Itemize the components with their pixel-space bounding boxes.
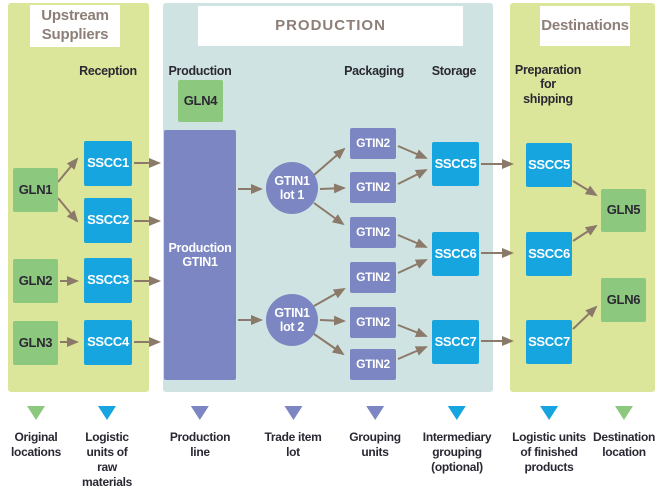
node-gtin2-1: GTIN2 [350, 128, 396, 159]
packaging-label: Packaging [344, 64, 404, 78]
legend-item-original-locations: Original locations [11, 404, 61, 460]
destinations-title: Destinations [540, 6, 630, 46]
node-gln1: GLN1 [13, 168, 58, 212]
legend-label: Destination location [592, 430, 656, 459]
triangle-down-icon [191, 406, 209, 420]
legend-item-production-line: Production line [170, 404, 230, 460]
node-gln4: GLN4 [178, 80, 223, 122]
node-sscc7-storage: SSCC7 [432, 320, 479, 364]
node-sscc4: SSCC4 [84, 320, 132, 365]
preparation-for-shipping-label: Preparation for shipping [514, 63, 582, 106]
triangle-down-icon [98, 406, 116, 420]
production-title: PRODUCTION [198, 6, 463, 46]
node-sscc3: SSCC3 [84, 258, 132, 303]
node-gln2: GLN2 [13, 259, 58, 303]
node-gtin2-2: GTIN2 [350, 172, 396, 203]
node-gln3: GLN3 [13, 321, 58, 365]
node-sscc1: SSCC1 [84, 141, 132, 186]
node-gln6: GLN6 [601, 278, 646, 322]
node-gtin1-lot2: GTIN1 lot 2 [266, 294, 318, 346]
legend-label: Intermediary grouping (optional) [422, 430, 492, 474]
node-sscc5-destination: SSCC5 [526, 143, 572, 187]
legend-label: Logistic units of finished products [512, 430, 586, 474]
production-stage-label: Production [168, 64, 232, 78]
legend-label: Trade item lot [264, 430, 322, 459]
legend-item-destination-location: Destination location [593, 404, 655, 460]
triangle-down-icon [284, 406, 302, 420]
legend-item-grouping-units: Grouping units [349, 404, 401, 460]
node-sscc5-storage: SSCC5 [432, 142, 479, 186]
triangle-down-icon [366, 406, 384, 420]
node-gtin2-3: GTIN2 [350, 217, 396, 248]
legend-item-trade-item-lot: Trade item lot [264, 404, 322, 460]
legend-item-intermediary-grouping: Intermediary grouping (optional) [422, 404, 492, 475]
triangle-down-icon [448, 406, 466, 420]
storage-label: Storage [431, 64, 477, 78]
node-gtin1-lot1: GTIN1 lot 1 [266, 162, 318, 214]
node-sscc7-destination: SSCC7 [526, 320, 572, 364]
legend-label: Logistic units of raw materials [82, 430, 132, 489]
node-sscc2: SSCC2 [84, 198, 132, 243]
triangle-down-icon [614, 406, 633, 420]
triangle-down-icon [540, 406, 558, 420]
node-sscc6-storage: SSCC6 [432, 232, 479, 276]
legend-item-logistic-units-raw: Logistic units of raw materials [82, 404, 132, 490]
node-gtin2-6: GTIN2 [350, 349, 396, 380]
node-production-gtin1: Production GTIN1 [164, 130, 236, 380]
node-gtin2-4: GTIN2 [350, 262, 396, 293]
reception-label: Reception [79, 64, 137, 78]
legend-item-logistic-units-finished: Logistic units of finished products [512, 404, 586, 475]
legend-label: Production line [169, 430, 231, 459]
triangle-down-icon [26, 406, 45, 420]
upstream-suppliers-title: Upstream Suppliers [30, 5, 120, 47]
node-sscc6-destination: SSCC6 [526, 232, 572, 276]
legend-label: Original locations [11, 430, 61, 459]
node-gtin2-5: GTIN2 [350, 307, 396, 338]
legend-label: Grouping units [349, 430, 401, 459]
node-gln5: GLN5 [601, 189, 646, 232]
